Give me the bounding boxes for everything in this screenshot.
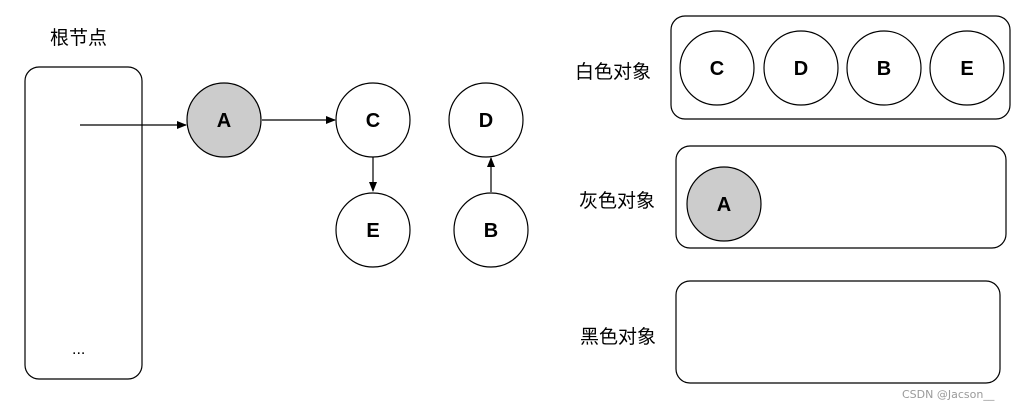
white-set-item-d-label: D xyxy=(794,58,808,80)
root-title: 根节点 xyxy=(50,27,107,49)
black-set-box xyxy=(675,280,1001,384)
white-set-item-c-label: C xyxy=(710,58,724,80)
white-set-item-e: E xyxy=(929,30,1005,106)
node-b: B xyxy=(453,192,529,268)
watermark: CSDN @Jacson__ xyxy=(902,388,995,401)
black-set-label: 黑色对象 xyxy=(580,326,656,348)
white-set-item-b: B xyxy=(846,30,922,106)
gray-set-box xyxy=(675,145,1007,249)
root-ellipsis: ... xyxy=(72,341,85,358)
node-b-label: B xyxy=(484,220,498,242)
white-set-item-e-label: E xyxy=(960,58,973,80)
white-set-item-d: D xyxy=(763,30,839,106)
node-e-label: E xyxy=(366,220,379,242)
node-e: E xyxy=(335,192,411,268)
node-a-label: A xyxy=(217,110,231,132)
white-set-label: 白色对象 xyxy=(575,61,651,83)
node-d-label: D xyxy=(479,110,493,132)
white-set-item-b-label: B xyxy=(877,58,891,80)
node-c-label: C xyxy=(366,110,380,132)
white-set-box xyxy=(670,15,1011,120)
root-container xyxy=(24,66,143,380)
gray-set-label: 灰色对象 xyxy=(579,190,655,212)
node-d: D xyxy=(448,82,524,158)
node-c: C xyxy=(335,82,411,158)
gray-set-item-a-label: A xyxy=(717,194,731,216)
white-set-item-c: C xyxy=(679,30,755,106)
node-a: A xyxy=(186,82,262,158)
gray-set-item-a: A xyxy=(686,166,762,242)
